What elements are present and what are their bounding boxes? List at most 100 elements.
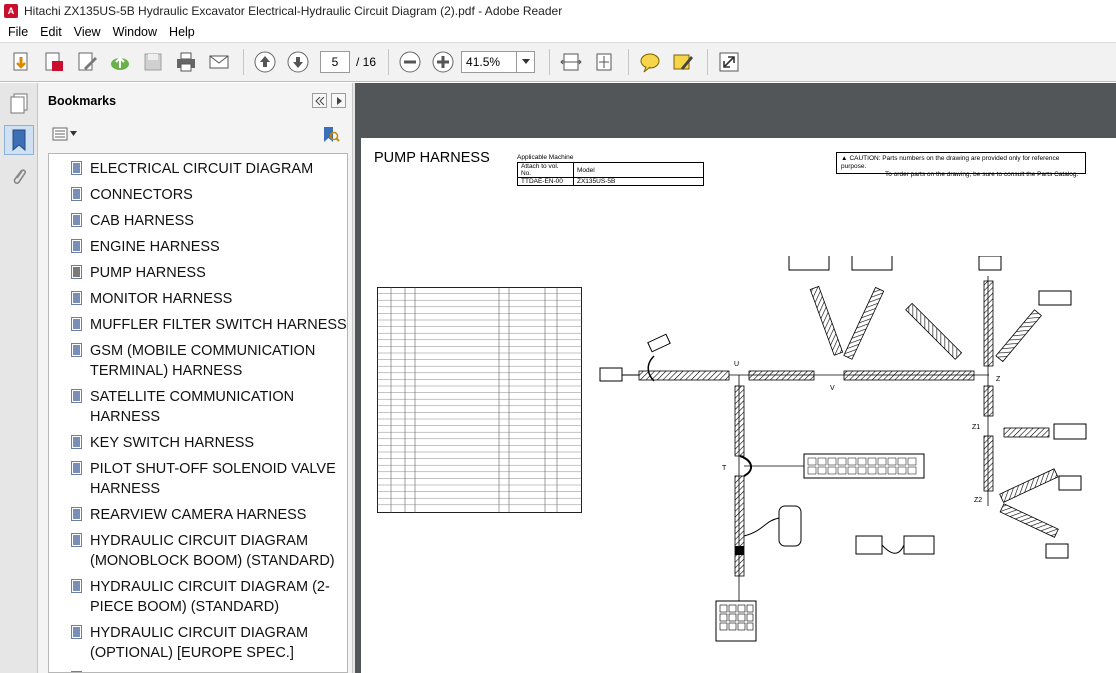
zoom-in-button[interactable] — [428, 47, 458, 77]
connector — [1058, 475, 1082, 491]
bookmark-item[interactable]: PILOT SHUT-OFF SOLENOID VALVE HARNESS — [49, 459, 347, 499]
applicable-machine-table: Attach to vol. No. Model TTDAE-EN-00 ZX1… — [517, 162, 704, 186]
bookmark-item[interactable]: MUFFLER FILTER SWITCH HARNESS — [49, 315, 347, 335]
connector — [803, 453, 925, 479]
fit-page-button[interactable] — [589, 47, 619, 77]
caret-right-icon — [336, 96, 342, 105]
caution-line-1: CAUTION: Parts numbers on the drawing ar… — [841, 155, 1060, 170]
envelope-icon — [209, 55, 229, 69]
collapse-panel-button[interactable] — [312, 93, 327, 108]
convert-button[interactable] — [39, 47, 69, 77]
bookmarks-panel-button[interactable] — [4, 125, 34, 155]
applicable-machine-label: Applicable Machine — [517, 154, 574, 161]
bookmark-item[interactable]: HYDRAULIC CIRCUIT DIAGRAM (MONOBLOCK BOO… — [49, 531, 347, 571]
bookmark-item[interactable]: REARVIEW CAMERA HARNESS — [49, 505, 347, 525]
bookmark-item[interactable]: HYDRAULIC CIRCUIT DIAGRAM (OPTIONAL) [EU… — [49, 623, 347, 663]
double-chevron-left-icon — [314, 96, 324, 105]
harness-segment — [999, 503, 1059, 538]
menu-edit[interactable]: Edit — [40, 25, 62, 39]
edit-pdf-button[interactable] — [72, 47, 102, 77]
bookmarks-tree: ELECTRICAL CIRCUIT DIAGRAM CONNECTORS CA… — [48, 153, 348, 673]
bookmark-page-icon — [71, 343, 82, 357]
panel-splitter[interactable] — [352, 83, 355, 673]
arrow-up-circle-icon — [254, 51, 276, 73]
create-pdf-button[interactable] — [6, 47, 36, 77]
title-bar: A Hitachi ZX135US-5B Hydraulic Excavator… — [0, 0, 1116, 22]
menu-window[interactable]: Window — [112, 25, 158, 39]
document-viewport[interactable]: PUMP HARNESS Applicable Machine Attach t… — [355, 83, 1116, 673]
toolbar-separator — [388, 49, 390, 75]
chevron-down-icon — [521, 59, 530, 64]
full-screen-button[interactable] — [714, 47, 744, 77]
toolbar-separator — [628, 49, 630, 75]
bookmark-page-icon — [71, 533, 82, 547]
bookmark-item[interactable]: ENGINE HARNESS — [49, 237, 347, 257]
bookmark-page-icon — [71, 389, 82, 403]
page-total: / 16 — [356, 55, 377, 69]
page-thumbnails-button[interactable] — [4, 89, 34, 119]
bookmark-page-icon — [71, 671, 82, 672]
zoom-dropdown-button[interactable] — [517, 51, 536, 73]
menu-file[interactable]: File — [8, 25, 29, 39]
bookmarks-toolbar — [38, 119, 352, 149]
bookmark-item[interactable]: MONITOR HARNESS — [49, 289, 347, 309]
bookmark-page-icon — [71, 625, 82, 639]
bookmark-page-icon — [71, 461, 82, 475]
harness-segment — [843, 370, 975, 381]
menu-help[interactable]: Help — [169, 25, 195, 39]
junction-label: Z2 — [974, 497, 982, 504]
harness-segment — [983, 435, 994, 492]
find-bookmark-button[interactable] — [322, 126, 340, 147]
bookmark-item[interactable]: KEY SWITCH HARNESS — [49, 433, 347, 453]
bookmark-options-button[interactable] — [52, 127, 78, 141]
upload-cloud-button[interactable] — [105, 47, 135, 77]
plus-circle-icon — [432, 51, 454, 73]
menu-view[interactable]: View — [73, 25, 101, 39]
speech-bubble-icon — [640, 53, 660, 73]
bookmark-item[interactable]: HYDRAULIC CIRCUIT DIAGRAM (2-PIECE BOOM)… — [49, 577, 347, 617]
harness-segment — [734, 385, 745, 457]
bookmark-item[interactable]: CONNECTORS — [49, 185, 347, 205]
zoom-level-input[interactable]: 41.5% — [461, 51, 518, 73]
toolbar: 5 / 16 41.5% — [0, 42, 1116, 82]
circuit-table — [377, 287, 582, 516]
harness-diagram: U V T Z Z1 Z2 — [599, 256, 1087, 642]
connector — [851, 256, 893, 271]
bookmark-item[interactable]: ELECTRICAL CIRCUIT DIAGRAM — [49, 159, 347, 179]
bookmark-page-icon — [71, 187, 82, 201]
connector — [978, 256, 1002, 271]
connector — [788, 256, 830, 271]
connector — [1045, 543, 1069, 559]
bookmark-item[interactable]: SATELLITE COMMUNICATION HARNESS — [49, 387, 347, 427]
fit-page-icon — [596, 53, 612, 71]
toolbar-separator — [707, 49, 709, 75]
highlighter-icon — [673, 54, 694, 70]
harness-segment — [983, 280, 994, 367]
harness-segment — [809, 285, 844, 356]
bookmark-item[interactable]: GSM (MOBILE COMMUNICATION TERMINAL) HARN… — [49, 341, 347, 381]
bookmark-item-selected[interactable]: PUMP HARNESS — [49, 263, 347, 283]
bookmark-item[interactable]: CAB HARNESS — [49, 211, 347, 231]
page-number-input[interactable]: 5 — [320, 51, 350, 73]
harness-segment — [905, 302, 963, 360]
zoom-out-button[interactable] — [395, 47, 425, 77]
caution-line-2: To order parts on the drawing, be sure t… — [885, 171, 1079, 178]
pdf-app-icon: A — [4, 4, 18, 18]
junction-label: T — [722, 465, 727, 472]
next-page-button[interactable] — [283, 47, 313, 77]
applicable-header-vol: Attach to vol. No. — [517, 162, 574, 178]
save-button[interactable] — [138, 47, 168, 77]
comment-button[interactable] — [635, 47, 665, 77]
attachments-button[interactable] — [4, 161, 34, 191]
junction-label: V — [830, 385, 835, 392]
previous-page-button[interactable] — [250, 47, 280, 77]
bookmarks-header: Bookmarks — [38, 83, 352, 119]
fit-width-button[interactable] — [556, 47, 586, 77]
navigation-rail — [0, 83, 38, 673]
email-button[interactable] — [204, 47, 234, 77]
caution-note: ▲CAUTION: Parts numbers on the drawing a… — [836, 152, 1086, 178]
expand-panel-button[interactable] — [331, 93, 346, 108]
window-title: Hitachi ZX135US-5B Hydraulic Excavator E… — [24, 4, 563, 18]
highlight-button[interactable] — [668, 47, 698, 77]
print-button[interactable] — [171, 47, 201, 77]
